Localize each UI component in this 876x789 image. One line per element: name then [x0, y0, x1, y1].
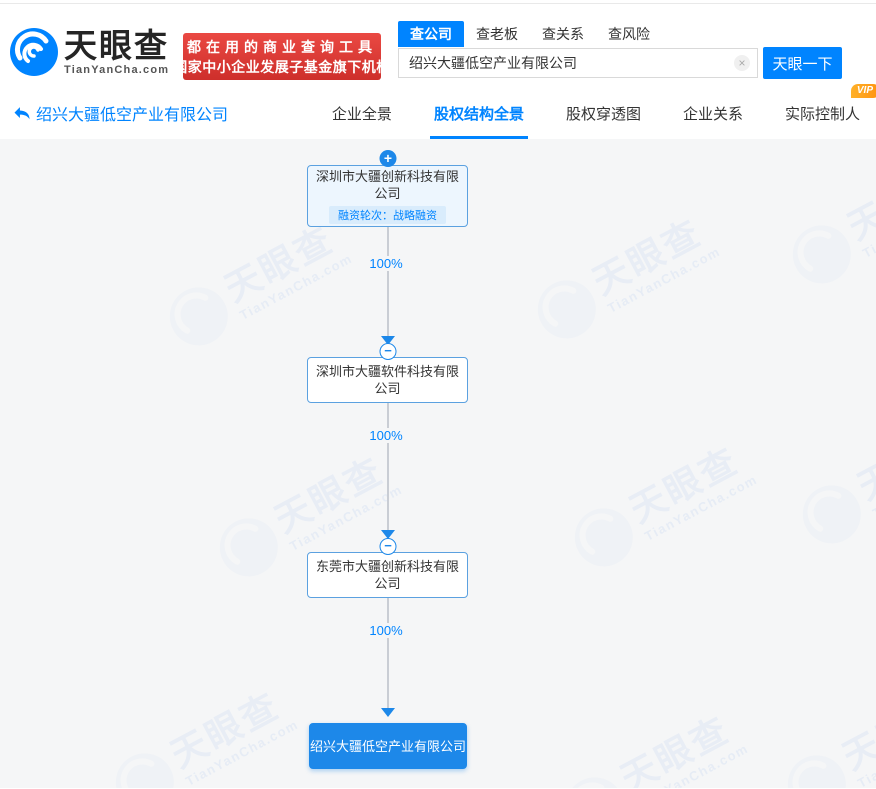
search-button[interactable]: 天眼一下 — [763, 47, 842, 79]
edge-line-1 — [387, 227, 389, 343]
tab-equity-penetration[interactable]: 股权穿透图 — [565, 105, 641, 123]
tab-actual-controller-label: 实际控制人 — [784, 105, 860, 123]
brand-domain: TianYanCha.com — [64, 63, 170, 76]
node-shaoxing-dji-lowaltitude[interactable]: 绍兴大疆低空产业有限公司 — [309, 723, 467, 769]
watermark-cn: 天眼查 — [840, 155, 876, 248]
company-nav-tabs: 企业全景 股权结构全景 股权穿透图 企业关系 实际控制人 VIP — [331, 84, 876, 139]
watermark-logo-icon — [797, 230, 832, 272]
back-arrow-icon[interactable] — [12, 103, 32, 123]
node-shenzhen-dji-innovation[interactable]: 深圳市大疆创新科技有限公司 融资轮次：战略融资 — [307, 165, 468, 227]
tab-equity-structure[interactable]: 股权结构全景 — [429, 87, 528, 139]
watermark-logo-icon — [174, 292, 209, 334]
watermark-cn: 天眼查 — [613, 707, 737, 788]
expand-icon[interactable]: + — [379, 150, 397, 167]
watermark-logo-icon — [579, 513, 614, 555]
promo-banner: 都在用的商业查询工具 国家中小企业发展子基金旗下机构 — [173, 33, 390, 80]
search-input[interactable] — [398, 48, 758, 78]
watermark-en: TianYanCha.com — [854, 718, 876, 788]
watermark-cn: 天眼查 — [835, 685, 876, 778]
company-nav-bar: 绍兴大疆低空产业有限公司 企业全景 股权结构全景 股权穿透图 企业关系 实际控制… — [0, 84, 876, 139]
clear-search-icon[interactable]: × — [734, 55, 750, 71]
brand-name: 天眼查 — [64, 26, 169, 64]
tab-enterprise-relations[interactable]: 企业关系 — [682, 105, 743, 123]
financing-round-tag: 融资轮次：战略融资 — [329, 206, 446, 224]
watermark-en: TianYanCha.com — [869, 448, 876, 521]
search-area: 查公司 查老板 查关系 查风险 × 天眼一下 — [398, 21, 842, 79]
watermark-en: TianYanCha.com — [604, 243, 723, 316]
promo-line-1: 都在用的商业查询工具 — [187, 38, 377, 55]
watermark-cn: 天眼查 — [850, 415, 876, 508]
promo-line-2: 国家中小企业发展子基金旗下机构 — [173, 58, 391, 75]
watermark-logo-icon — [224, 523, 259, 565]
node-dongguan-dji-innovation[interactable]: 东莞市大疆创新科技有限公司 — [307, 552, 468, 598]
watermark-cn: 天眼查 — [622, 438, 746, 531]
tianyancha-logo-icon — [10, 28, 58, 76]
search-tab-relation[interactable]: 查关系 — [542, 26, 584, 42]
top-divider — [0, 0, 876, 4]
arrow-down-icon-2 — [381, 530, 395, 539]
site-logo[interactable]: 天眼查 TianYanCha.com — [10, 28, 169, 76]
search-tab-boss[interactable]: 查老板 — [476, 26, 518, 42]
watermark-logo-icon — [120, 758, 155, 788]
watermark-en: TianYanCha.com — [182, 716, 301, 788]
collapse-icon[interactable]: − — [379, 343, 397, 360]
node-name: 绍兴大疆低空产业有限公司 — [310, 738, 467, 754]
collapse-icon[interactable]: − — [379, 538, 397, 555]
vip-badge: VIP — [850, 84, 876, 98]
node-name: 深圳市大疆软件科技有限公司 — [315, 364, 459, 396]
edge-line-3 — [387, 598, 389, 712]
watermark-cn: 天眼查 — [163, 683, 287, 776]
company-title[interactable]: 绍兴大疆低空产业有限公司 — [36, 107, 229, 124]
edge-line-2 — [387, 403, 389, 535]
node-shenzhen-dji-software[interactable]: 深圳市大疆软件科技有限公司 — [307, 357, 468, 403]
watermark-cn: 天眼查 — [217, 217, 341, 310]
watermark-logo-icon — [542, 285, 577, 327]
search-tab-risk[interactable]: 查风险 — [608, 26, 650, 42]
site-header: 天眼查 TianYanCha.com 都在用的商业查询工具 国家中小企业发展子基… — [0, 4, 876, 87]
ownership-percent-3: 100% — [366, 623, 406, 638]
tab-actual-controller[interactable]: 实际控制人 VIP — [784, 84, 876, 139]
watermark-en: TianYanCha.com — [236, 250, 355, 323]
ownership-percent-1: 100% — [366, 256, 406, 271]
watermark-en: TianYanCha.com — [632, 740, 751, 788]
node-name: 深圳市大疆创新科技有限公司 — [315, 169, 459, 201]
watermark-logo-icon — [570, 782, 605, 788]
watermark-en: TianYanCha.com — [641, 471, 760, 544]
watermark-logo-icon — [807, 490, 842, 532]
watermark-cn: 天眼查 — [585, 210, 709, 303]
tab-enterprise-overview[interactable]: 企业全景 — [331, 105, 392, 123]
ownership-percent-2: 100% — [366, 428, 406, 443]
node-name: 东莞市大疆创新科技有限公司 — [315, 559, 459, 591]
watermark-en: TianYanCha.com — [859, 188, 876, 261]
arrow-down-icon-3 — [381, 708, 395, 717]
search-tab-company[interactable]: 查公司 — [398, 21, 464, 47]
arrow-down-icon-1 — [381, 336, 395, 345]
watermark-logo-icon — [792, 760, 827, 788]
search-tabs: 查公司 查老板 查关系 查风险 — [398, 21, 842, 47]
watermark-cn: 天眼查 — [267, 448, 391, 541]
